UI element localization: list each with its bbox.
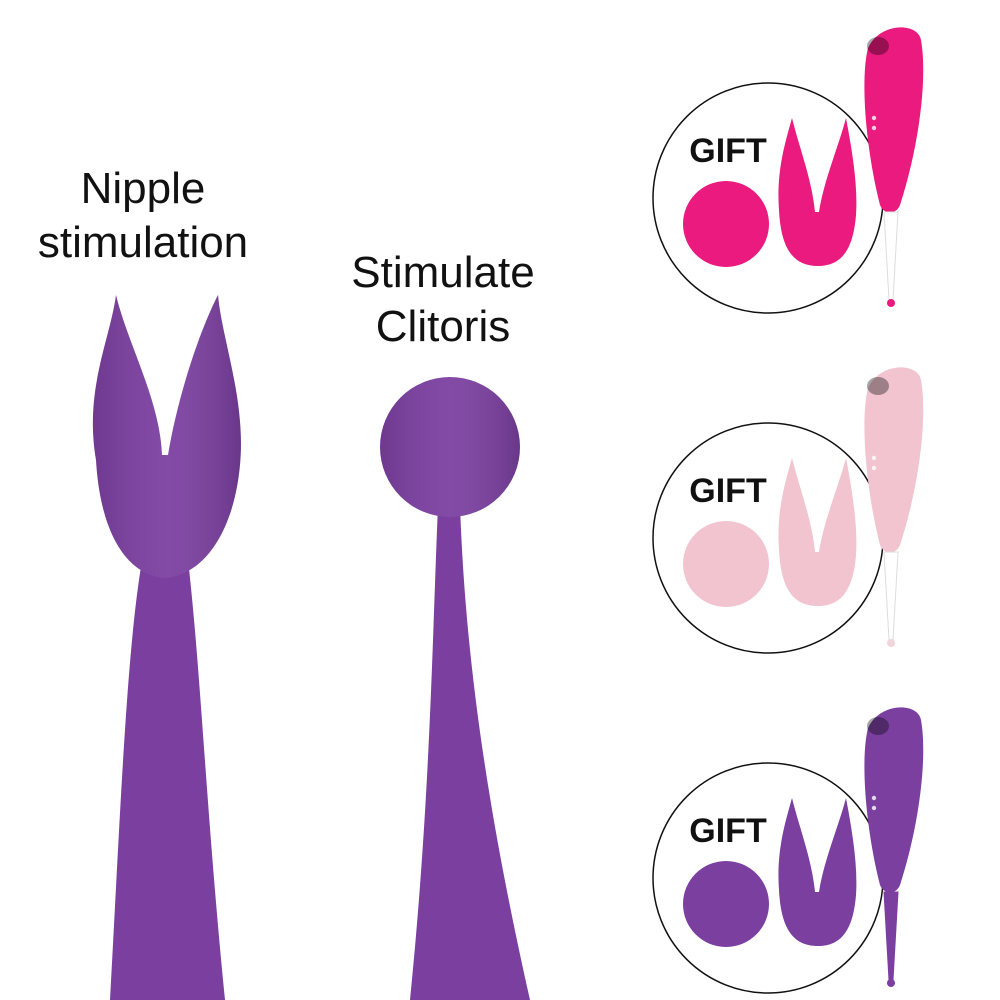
button-dot-icon <box>871 115 877 121</box>
tulip-attachment <box>92 295 241 1000</box>
device-tip-ball <box>887 299 895 307</box>
button-dot-icon <box>871 455 877 461</box>
button-dot-icon <box>871 805 877 811</box>
nipple-label-line1: Nipple <box>80 164 206 213</box>
button-dot-icon <box>871 125 877 131</box>
gift-variant-1: GIFT <box>652 27 924 314</box>
gift-tulip-head <box>778 798 857 946</box>
gift-tulip-head <box>778 458 857 606</box>
gift-variant-2: GIFT <box>652 367 924 654</box>
nipple-label-line2: stimulation <box>37 217 249 267</box>
suction-opening-icon <box>867 717 889 735</box>
device-tip <box>883 211 899 301</box>
gift-ball-head <box>683 861 769 947</box>
gift-badge: GIFT <box>689 812 767 850</box>
suction-opening-icon <box>867 37 889 55</box>
device-tip-ball <box>887 979 895 987</box>
suction-device-body <box>864 27 924 213</box>
gift-badge: GIFT <box>689 132 767 170</box>
device-tip <box>883 891 899 981</box>
stimulate-clitoris-label: Stimulate Clitoris <box>318 246 568 353</box>
clitoris-label-line1: Stimulate <box>351 248 535 297</box>
gift-ball-head <box>683 521 769 607</box>
ball-attachment <box>380 377 530 1000</box>
nipple-stimulation-label: Nipple stimulation <box>8 162 278 269</box>
device-tip-ball <box>887 639 895 647</box>
gift-variant-3: GIFT <box>652 707 924 994</box>
gift-tulip-head <box>778 118 857 266</box>
gift-badge: GIFT <box>689 472 767 510</box>
button-dot-icon <box>871 795 877 801</box>
button-dot-icon <box>871 465 877 471</box>
device-tip <box>883 551 899 641</box>
suction-device-body <box>864 367 924 553</box>
clitoris-label-line2: Clitoris <box>375 301 511 351</box>
gift-ball-head <box>683 181 769 267</box>
suction-device-body <box>864 707 924 893</box>
suction-opening-icon <box>867 377 889 395</box>
